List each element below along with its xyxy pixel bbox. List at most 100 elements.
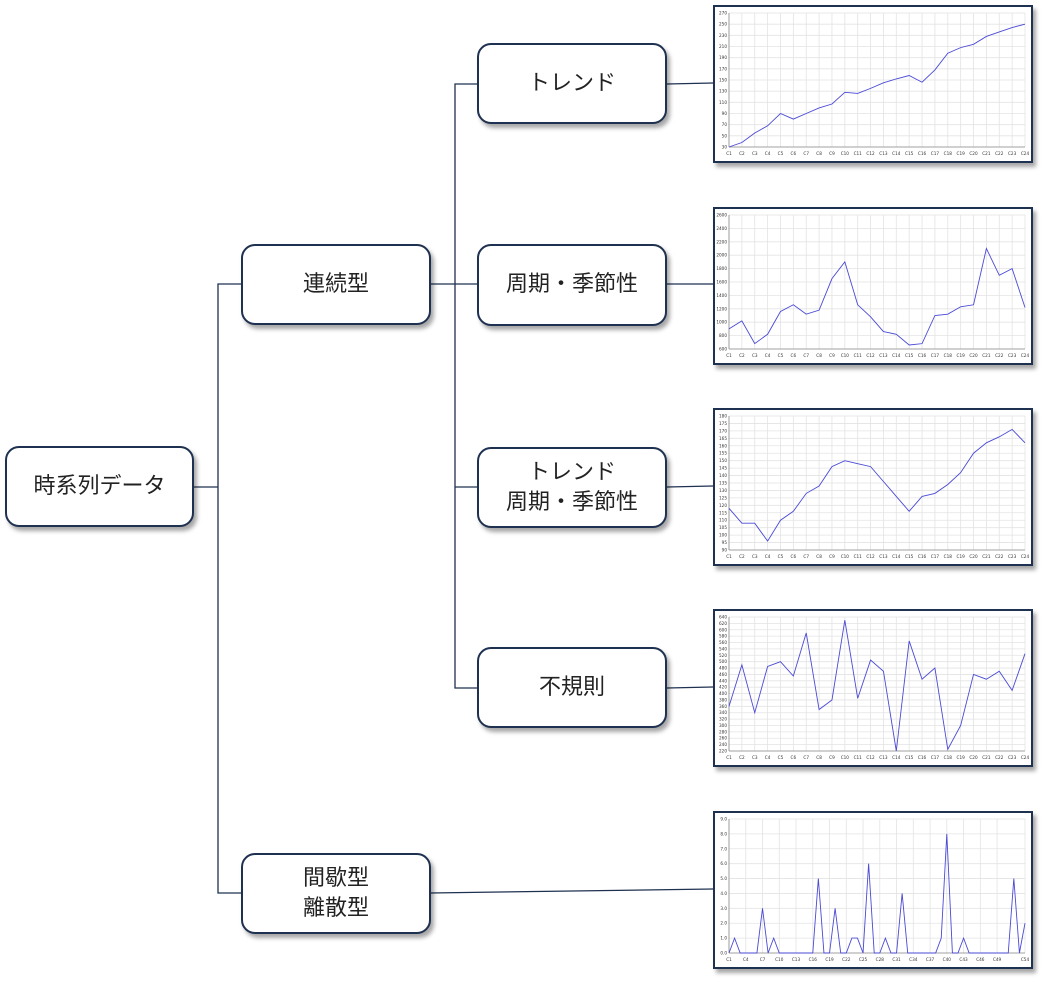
x-tick-label: C7: [803, 755, 809, 760]
x-tick-label: C12: [866, 755, 875, 760]
trend-seasonal-chart: 9095100105110115120125130135140145150155…: [719, 414, 1029, 560]
y-tick-label: 110: [719, 100, 727, 105]
y-tick-label: 115: [719, 510, 727, 515]
continuous-label: 連続型: [302, 271, 369, 297]
x-tick-label: C14: [892, 353, 901, 358]
y-tick-label: 2000: [716, 253, 727, 258]
y-tick-label: 250: [719, 22, 727, 27]
x-tick-label: C5: [778, 554, 784, 559]
y-tick-label: 150: [719, 458, 727, 463]
seasonal-chart: 6008001000120014001600180020002200240026…: [716, 213, 1029, 359]
y-tick-label: 1600: [716, 280, 727, 285]
x-tick-label: C21: [982, 554, 991, 559]
x-tick-label: C6: [791, 554, 797, 559]
y-tick-label: 170: [719, 428, 727, 433]
x-tick-label: C2: [739, 353, 745, 358]
series-line: [728, 620, 1026, 752]
y-tick-label: 2600: [716, 213, 727, 218]
y-tick-label: 1800: [716, 266, 727, 271]
x-tick-label: C16: [918, 755, 927, 760]
x-tick-label: C8: [816, 353, 822, 358]
y-tick-label: 1400: [716, 293, 727, 298]
trend-label: トレンド: [527, 70, 616, 96]
y-tick-label: 2200: [716, 239, 727, 244]
y-tick-label: 70: [722, 122, 728, 127]
y-tick-label: 320: [719, 717, 727, 722]
y-tick-label: 520: [719, 653, 727, 658]
y-tick-label: 110: [719, 518, 727, 523]
y-tick-label: 90: [722, 111, 728, 116]
x-tick-label: C15: [905, 554, 914, 559]
y-tick-label: 600: [719, 627, 727, 632]
x-tick-label: C17: [931, 554, 940, 559]
x-tick-label: C3: [752, 755, 758, 760]
x-tick-label: C6: [791, 755, 797, 760]
y-tick-label: 1200: [716, 306, 727, 311]
y-tick-label: 90: [722, 548, 728, 553]
x-tick-label: C16: [918, 353, 927, 358]
x-tick-label: C19: [957, 554, 966, 559]
y-tick-label: 600: [719, 347, 727, 352]
x-tick-label: C7: [803, 554, 809, 559]
y-tick-label: 580: [719, 634, 727, 639]
intermittent-node: 間歇型 離散型: [241, 853, 431, 934]
continuous-node: 連続型: [241, 244, 431, 325]
y-tick-label: 150: [719, 78, 727, 83]
y-tick-label: 1000: [716, 320, 727, 325]
y-tick-label: 0.0: [720, 951, 727, 956]
x-tick-label: C34: [909, 957, 918, 962]
x-tick-label: C28: [876, 957, 885, 962]
x-tick-label: C19: [825, 957, 834, 962]
y-tick-label: 210: [719, 44, 727, 49]
x-tick-label: C24: [1021, 755, 1030, 760]
x-tick-label: C18: [944, 554, 953, 559]
series-line: [728, 23, 1026, 148]
y-tick-label: 165: [719, 436, 727, 441]
y-tick-label: 440: [719, 678, 727, 683]
y-tick-label: 160: [719, 443, 727, 448]
y-tick-label: 4.0: [720, 891, 727, 896]
y-tick-label: 230: [719, 33, 727, 38]
y-tick-label: 300: [719, 723, 727, 728]
y-tick-label: 9.0: [720, 817, 727, 822]
x-tick-label: C13: [879, 755, 888, 760]
x-tick-label: C3: [752, 554, 758, 559]
x-tick-label: C14: [892, 755, 901, 760]
x-tick-label: C31: [892, 957, 901, 962]
x-tick-label: C13: [879, 151, 888, 156]
x-tick-label: C17: [931, 755, 940, 760]
x-tick-label: C7: [803, 151, 809, 156]
y-tick-label: 2400: [716, 226, 727, 231]
y-tick-label: 260: [719, 736, 727, 741]
x-tick-label: C43: [959, 957, 968, 962]
y-tick-label: 130: [719, 89, 727, 94]
x-tick-label: C22: [995, 353, 1004, 358]
y-tick-label: 125: [719, 495, 727, 500]
x-tick-label: C8: [816, 755, 822, 760]
y-tick-label: 400: [719, 691, 727, 696]
x-tick-label: C4: [743, 957, 749, 962]
x-tick-label: C6: [791, 151, 797, 156]
x-tick-label: C23: [1008, 151, 1017, 156]
x-tick-label: C16: [809, 957, 818, 962]
x-tick-label: C4: [765, 353, 771, 358]
x-tick-label: C10: [841, 554, 850, 559]
irregular-label: 不規則: [538, 674, 605, 700]
y-tick-label: 100: [719, 533, 727, 538]
x-tick-label: C5: [778, 151, 784, 156]
x-tick-label: C13: [792, 957, 801, 962]
y-tick-label: 560: [719, 640, 727, 645]
x-tick-label: C11: [854, 353, 863, 358]
x-tick-label: C6: [791, 353, 797, 358]
y-tick-label: 105: [719, 525, 727, 530]
x-tick-label: C9: [829, 353, 835, 358]
x-tick-label: C15: [905, 755, 914, 760]
x-tick-label: C18: [944, 353, 953, 358]
x-tick-label: C22: [842, 957, 851, 962]
x-tick-label: C1: [726, 151, 732, 156]
x-tick-label: C10: [841, 353, 850, 358]
